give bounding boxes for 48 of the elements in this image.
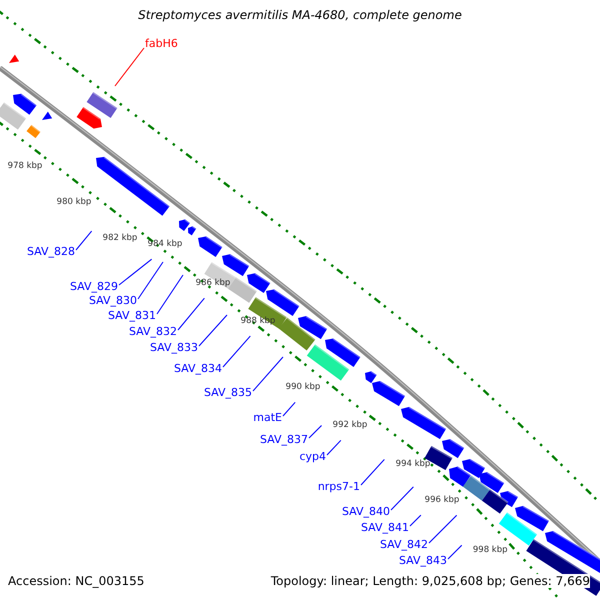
gene-label: SAV_830 bbox=[88, 294, 137, 308]
leader-line bbox=[114, 48, 144, 86]
gene-label: fabH6 bbox=[145, 37, 178, 51]
gene-label: SAV_843 bbox=[398, 554, 447, 568]
scale-label: 986 kbp bbox=[196, 278, 230, 288]
gene-label: SAV_828 bbox=[26, 245, 75, 259]
gene-label: SAV_835 bbox=[204, 386, 252, 400]
leader-line bbox=[252, 356, 284, 392]
gene-label: SAV_840 bbox=[342, 505, 390, 519]
leader-line bbox=[282, 402, 296, 416]
scale-label: 978 kbp bbox=[8, 161, 42, 171]
leader-line bbox=[360, 458, 385, 486]
scale-label: 984 kbp bbox=[148, 239, 182, 249]
scale-label: 980 kbp bbox=[56, 197, 92, 207]
gene-label: SAV_829 bbox=[70, 280, 118, 294]
leader-line bbox=[76, 230, 92, 250]
gene-label: SAV_837 bbox=[260, 433, 308, 447]
gene-label: nrps7-1 bbox=[318, 480, 360, 494]
scale-label: 996 kbp bbox=[424, 495, 460, 505]
scale-label: 994 kbp bbox=[396, 459, 430, 469]
scale-label: 982 kbp bbox=[102, 233, 138, 243]
gene-label: SAV_841 bbox=[360, 521, 409, 535]
scale-label: 990 kbp bbox=[286, 382, 320, 392]
gene-label: SAV_834 bbox=[174, 362, 222, 376]
leader-line bbox=[308, 424, 322, 438]
gene-label: SAV_832 bbox=[128, 325, 177, 339]
leader-line bbox=[222, 336, 251, 368]
title: Streptomyces avermitilis MA-4680, complete genome bbox=[137, 8, 463, 22]
gene-label: SAV_833 bbox=[150, 341, 198, 355]
leader-line bbox=[118, 258, 152, 286]
scale-label: 992 kbp bbox=[332, 420, 368, 430]
leader-line bbox=[156, 274, 184, 314]
leader-line bbox=[198, 314, 228, 346]
leader-line bbox=[178, 298, 205, 330]
gene-label: SAV_831 bbox=[108, 309, 156, 323]
leader-line bbox=[326, 440, 342, 456]
scale-label: 988 kbp bbox=[240, 316, 276, 326]
scale-label: 998 kbp bbox=[472, 545, 508, 556]
info-text: Topology: linear; Length: 9,025,608 bp; Genes: 7,669 bbox=[270, 574, 590, 588]
gene-label: matE bbox=[253, 411, 282, 425]
gene-label: SAV_842 bbox=[380, 538, 428, 552]
leader-line bbox=[448, 544, 462, 560]
gene-label: cyp4 bbox=[299, 450, 326, 464]
leader-line bbox=[428, 514, 458, 544]
leader-line bbox=[138, 262, 164, 300]
info-text: Accession: NC_003155 bbox=[8, 574, 144, 588]
leader-line bbox=[410, 514, 422, 526]
leader-line bbox=[390, 486, 414, 510]
